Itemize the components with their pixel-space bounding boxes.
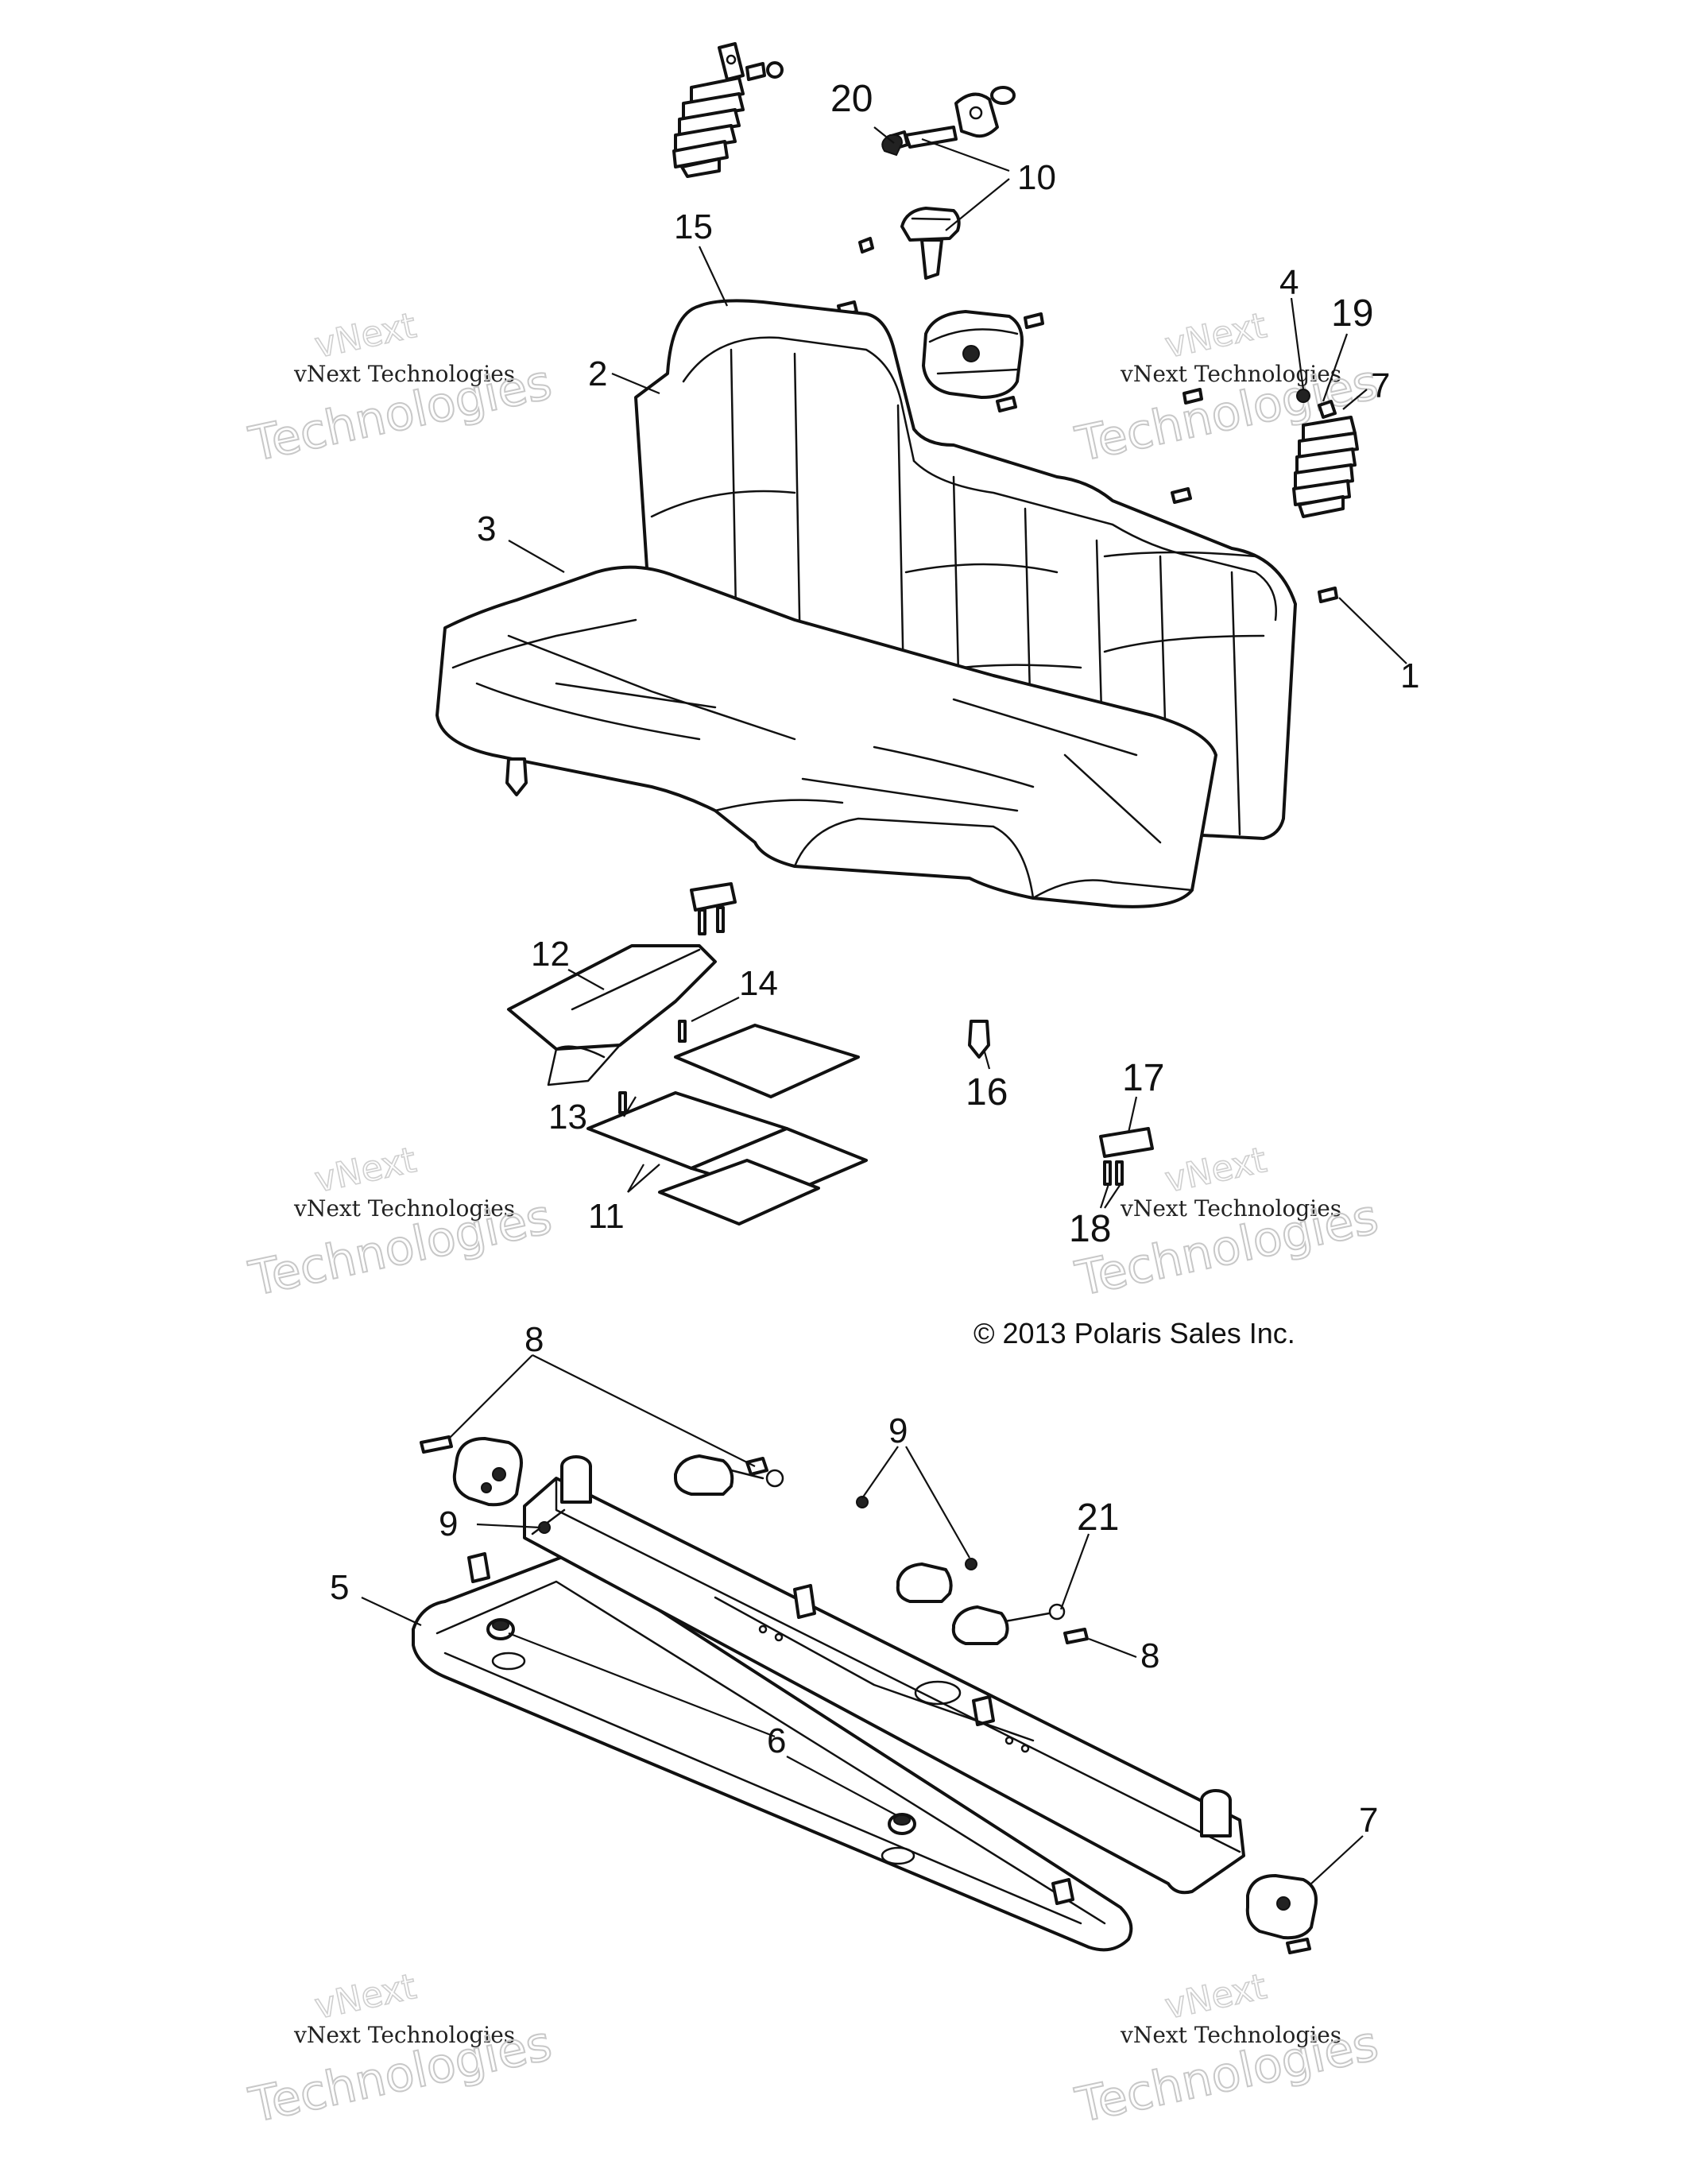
callout-8-top: 8 [524,1320,544,1359]
svg-text:vNext Technologies: vNext Technologies [293,1195,515,1222]
callout-16: 16 [966,1071,1008,1113]
svg-text:vNext: vNext [312,305,420,366]
svg-text:vNext Technologies: vNext Technologies [293,361,515,387]
seat-frame [412,1552,1133,1952]
svg-text:vNext Technologies: vNext Technologies [1120,361,1341,387]
watermark-mid-left: vNext vNext Technologies Technologies [244,1139,558,1308]
callout-11: 11 [588,1197,625,1236]
buckle-8-top [674,1454,784,1496]
callout-2: 2 [588,354,607,393]
callouts: 20 10 15 4 19 7 2 3 1 12 14 13 16 17 11 … [330,78,1419,1840]
seat-belt-upper-hardware [858,86,1016,280]
callout-17: 17 [1122,1057,1164,1099]
spring-right [1292,389,1359,518]
callout-10: 10 [1017,158,1056,197]
callout-14: 14 [739,964,778,1003]
seat-pads [586,1024,868,1226]
grommets [486,1618,916,1835]
callout-5: 5 [330,1568,349,1607]
svg-text:vNext Technologies: vNext Technologies [293,2022,515,2048]
plate-17 [1099,1127,1154,1186]
watermark-top-left: vNext vNext Technologies Technologies [244,304,558,474]
callout-20: 20 [830,78,873,120]
svg-text:vNext: vNext [1162,1966,1270,2027]
callout-13: 13 [548,1098,587,1137]
watermark-bottom-right: vNext vNext Technologies Technologies [1070,1965,1384,2135]
callout-19: 19 [1331,292,1373,335]
callout-7: 7 [1371,366,1390,405]
svg-text:vNext Technologies: vNext Technologies [1120,2022,1341,2048]
svg-text:vNext: vNext [1162,305,1270,366]
spring-left-top [672,42,784,178]
svg-text:vNext: vNext [312,1966,420,2027]
copyright-notice: © 2013 Polaris Sales Inc. [973,1317,1295,1350]
svg-text:vNext: vNext [312,1140,420,1201]
seat-cushion [435,565,1217,908]
svg-text:vNext: vNext [1162,1140,1270,1201]
callout-1: 1 [1400,656,1419,695]
callout-7-bottom: 7 [1359,1801,1378,1840]
callout-4: 4 [1279,263,1299,302]
retractor-left [420,1435,523,1507]
callout-9-mid: 9 [888,1411,908,1450]
callout-15: 15 [674,207,713,246]
bracket-plate [690,882,737,935]
watermark-bottom-left: vNext vNext Technologies Technologies [244,1965,558,2135]
callout-6: 6 [767,1721,786,1760]
leader-lines [361,126,1407,1884]
callout-8-right: 8 [1140,1636,1159,1675]
cross-rail [523,1455,1245,1895]
callout-3: 3 [477,509,496,548]
storage-tray [507,944,717,1114]
callout-21: 21 [1077,1497,1119,1539]
callout-9-left: 9 [439,1504,458,1543]
svg-text:vNext Technologies: vNext Technologies [1120,1195,1341,1222]
headrest-pad [922,310,1024,399]
retractor-right [1245,1874,1318,1954]
callout-18: 18 [1069,1208,1111,1250]
callout-12: 12 [531,935,570,974]
